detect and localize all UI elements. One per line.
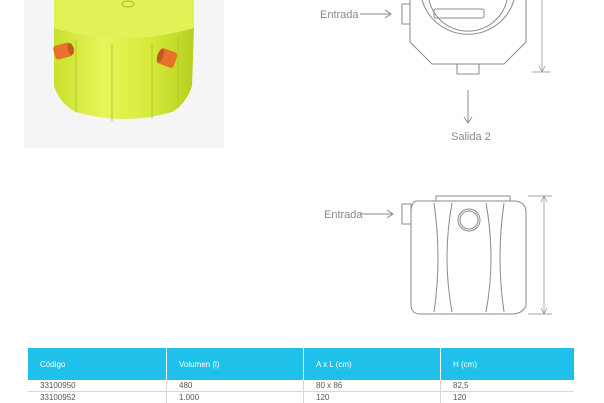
header-volumen: Volumen (l) [166,348,304,380]
header-axl: A x L (cm) [303,348,441,380]
cell-codigo: 33100952 [28,391,167,403]
cell-h: 120 [440,391,574,403]
header-codigo: Código [28,348,167,380]
cell-volumen: 480 [166,380,304,392]
table-row: 33100952 1.000 120 120 [28,391,574,403]
product-image [24,0,224,148]
outlet-fitting [156,48,178,68]
top-inlet-label: Entrada [320,9,359,21]
table-header-row: Código Volumen (l) A x L (cm) H (cm) [28,348,574,380]
top-view-drawing: Entrada Salida 2 [314,0,564,150]
side-inlet-label: Entrada [324,209,363,221]
cell-h: 82,5 [453,381,469,390]
cell-codigo: 33100950 [28,380,167,392]
side-view-drawing: Entrada [316,188,566,320]
cell-axl: 120 [303,391,441,403]
cell-axl: 80 x 86 [303,380,441,392]
inlet-fitting [53,42,75,60]
cell-volumen: 1.000 [166,391,304,403]
specs-table: Código Volumen (l) A x L (cm) H (cm) 331… [28,348,574,403]
table-row: 33100950 480 80 x 86 82,5 [28,380,574,392]
header-h: H (cm) [440,348,574,380]
top-outlet-label: Salida 2 [451,131,491,143]
